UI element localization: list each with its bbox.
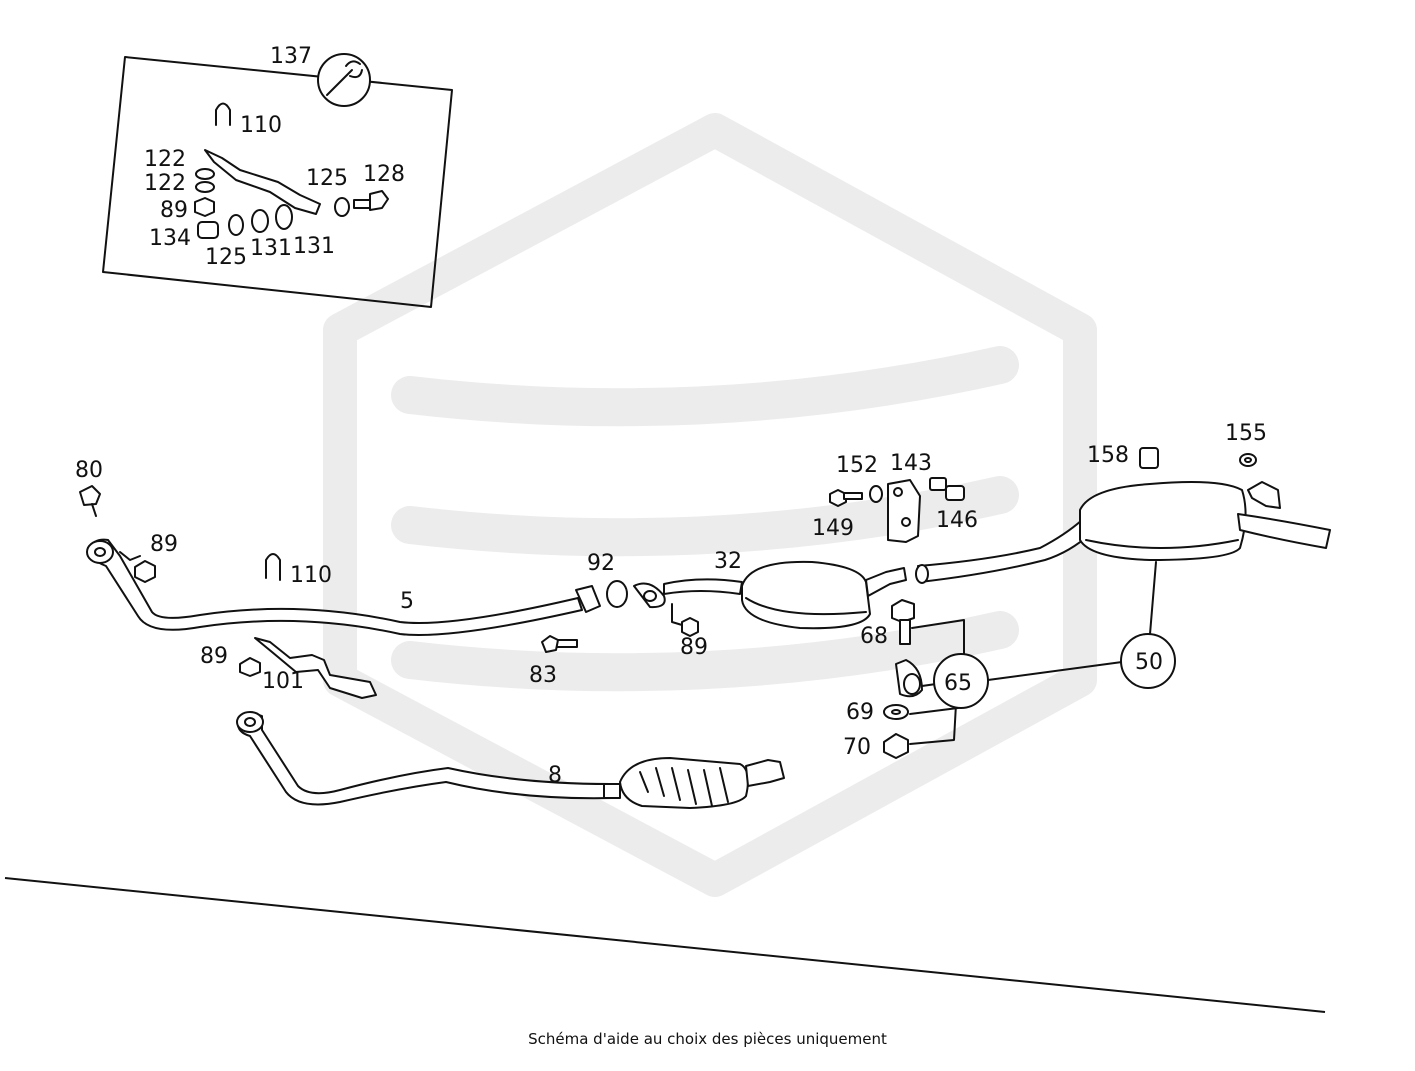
callout-110-pipe: 110 [290,563,332,588]
callout-137: 137 [270,44,312,69]
stud-80-icon [79,485,101,517]
callout-92: 92 [587,551,615,576]
repair-kit-box [102,53,453,308]
washer-icons [194,168,215,217]
callout-155: 155 [1225,421,1267,446]
diagram-caption: Schéma d'aide au choix des pièces unique… [528,1030,887,1048]
u-bolt-small-icon [215,102,231,126]
callout-125-b: 125 [205,245,247,270]
bracket-small [204,149,321,215]
callout-80: 80 [75,458,103,483]
callout-32: 32 [714,549,742,574]
rear-muffler-50 [1079,481,1331,561]
callout-143: 143 [890,451,932,476]
callout-101: 101 [262,669,304,694]
callout-152: 152 [836,453,878,478]
callout-122-a: 122 [144,147,186,172]
callout-149: 149 [812,516,854,541]
callout-131-a: 131 [250,236,292,261]
bolt-68-icon [891,599,915,645]
callout-89-front: 89 [150,532,178,557]
mount-143-set [829,477,965,543]
callout-134: 134 [149,226,191,251]
nut-89-mid-icon [671,603,699,637]
callout-125-a: 125 [306,166,348,191]
clamp-65-icon [895,659,923,698]
callout-8: 8 [548,763,562,788]
callout-158: 158 [1087,443,1129,468]
callout-labels: 137 110 122 122 125 128 89 134 125 131 1… [75,44,1267,788]
callout-131-b: 131 [293,234,335,259]
front-pipe-8 [236,711,785,809]
callout-68: 68 [860,624,888,649]
center-muffler-32 [663,560,907,630]
callout-circle-50 [1120,633,1176,689]
rubber-mount-icons [197,197,350,239]
callout-5: 5 [400,589,414,614]
rubber-158-icon [1139,447,1159,469]
callout-89-kit: 89 [160,198,188,223]
callout-128: 128 [363,162,405,187]
hanger-bracket-101 [239,637,377,699]
callout-122-b: 122 [144,171,186,196]
u-bolt-110-icon [265,553,281,581]
nut-70-icon [883,733,909,759]
callout-89-mid: 89 [680,635,708,660]
callout-110-kit: 110 [240,113,282,138]
callout-50: 50 [1135,650,1163,675]
bolt-128-icon [353,190,389,211]
callout-70: 70 [843,735,871,760]
callout-83: 83 [529,663,557,688]
callout-69: 69 [846,700,874,725]
bolt-83-icon [541,635,578,653]
nut-89-icon [119,551,156,583]
callout-circle-65 [933,653,989,709]
gasket-92-icon [606,580,666,609]
washer-155-icon [1239,453,1257,467]
wrench-icon [317,53,371,107]
washer-69-icon [883,704,909,720]
front-pipe-5 [79,485,601,636]
ground-line [4,877,1326,1013]
callout-146: 146 [936,508,978,533]
callout-65: 65 [944,671,972,696]
callout-89-bracket: 89 [200,644,228,669]
